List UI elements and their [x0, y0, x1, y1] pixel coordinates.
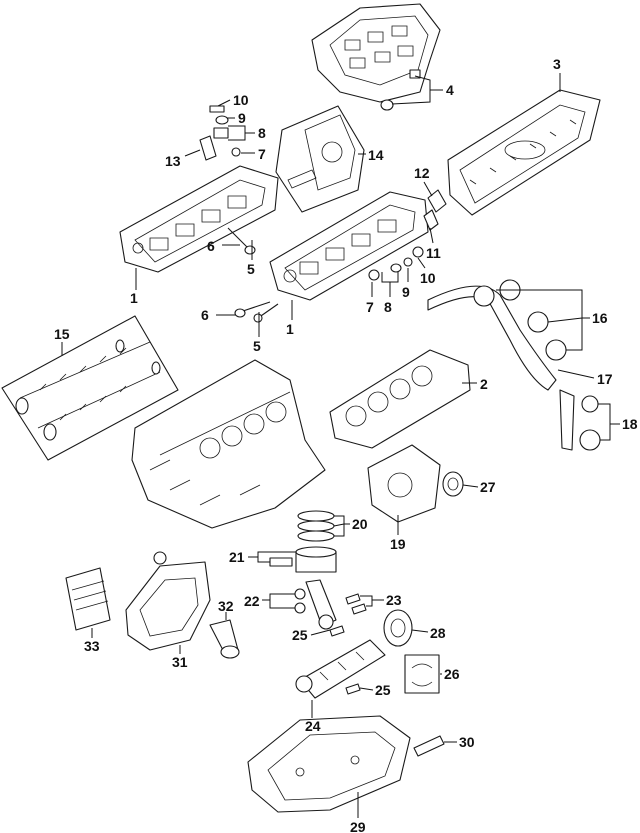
callout-22: 22: [244, 593, 260, 609]
callout-30: 30: [459, 734, 475, 750]
callout-32: 32: [218, 598, 234, 614]
valve-train-parts: [199, 105, 447, 323]
callout-23: 23: [386, 592, 402, 608]
vibration-damper: [383, 609, 413, 647]
callout-25-lower: 25: [375, 682, 391, 698]
callout-6-lower: 6: [201, 307, 209, 323]
callout-8-upper: 8: [258, 125, 266, 141]
oil-level-sensor: [413, 735, 445, 757]
callout-10-lower: 10: [420, 270, 436, 286]
callout-8-lower: 8: [384, 299, 392, 315]
callout-1-left: 1: [130, 290, 138, 306]
callout-7-upper: 7: [258, 146, 266, 162]
connecting-rod: [294, 579, 367, 637]
callout-12: 12: [414, 165, 430, 181]
callout-25-upper: 25: [292, 627, 308, 643]
timing-cover-plate: [275, 105, 365, 213]
callout-10-upper: 10: [233, 92, 249, 108]
oil-pickup-tube: [209, 619, 240, 659]
timing-chain-assembly: [427, 279, 601, 451]
camshaft-set: [1, 315, 179, 461]
callout-17: 17: [597, 371, 613, 387]
callout-14: 14: [368, 147, 384, 163]
callout-11: 11: [426, 245, 441, 261]
oil-cooler: [65, 567, 111, 631]
engine-cover: [311, 3, 441, 111]
callout-31: 31: [172, 654, 188, 670]
callout-2: 2: [480, 376, 488, 392]
cylinder-head-right: [269, 191, 429, 301]
callout-5-upper: 5: [247, 261, 255, 277]
callout-15: 15: [54, 326, 70, 342]
callout-18: 18: [622, 416, 638, 432]
callout-33: 33: [84, 638, 100, 654]
valve-cover-right: [447, 89, 601, 216]
callout-4: 4: [446, 82, 454, 98]
engine-block: [131, 359, 326, 529]
callout-13: 13: [165, 153, 181, 169]
callout-28: 28: [430, 625, 446, 641]
callout-1-right: 1: [286, 321, 294, 337]
callout-24: 24: [305, 718, 321, 734]
callout-20: 20: [352, 516, 368, 532]
callout-29: 29: [350, 819, 366, 833]
oil-pan: [247, 715, 411, 813]
front-seal: [442, 471, 464, 497]
callout-27: 27: [480, 479, 496, 495]
callout-19: 19: [390, 536, 406, 552]
crankshaft: [295, 639, 386, 699]
piston-rings: [297, 510, 335, 542]
callout-26: 26: [444, 666, 460, 682]
callout-16: 16: [592, 310, 608, 326]
callout-6-upper: 6: [207, 238, 215, 254]
head-gasket: [329, 349, 471, 449]
cylinder-head-left: [119, 165, 279, 273]
piston: [269, 546, 337, 573]
main-bearing-set: [404, 654, 440, 694]
callout-9-upper: 9: [238, 110, 246, 126]
callout-21: 21: [229, 549, 245, 565]
front-timing-cover: [367, 444, 441, 523]
oil-filter-housing: [125, 551, 211, 651]
callout-9-lower: 9: [402, 284, 410, 300]
callout-7-lower: 7: [366, 299, 374, 315]
callout-3: 3: [553, 56, 561, 72]
callout-5-lower: 5: [253, 338, 261, 354]
leader-lines: [61, 73, 620, 818]
